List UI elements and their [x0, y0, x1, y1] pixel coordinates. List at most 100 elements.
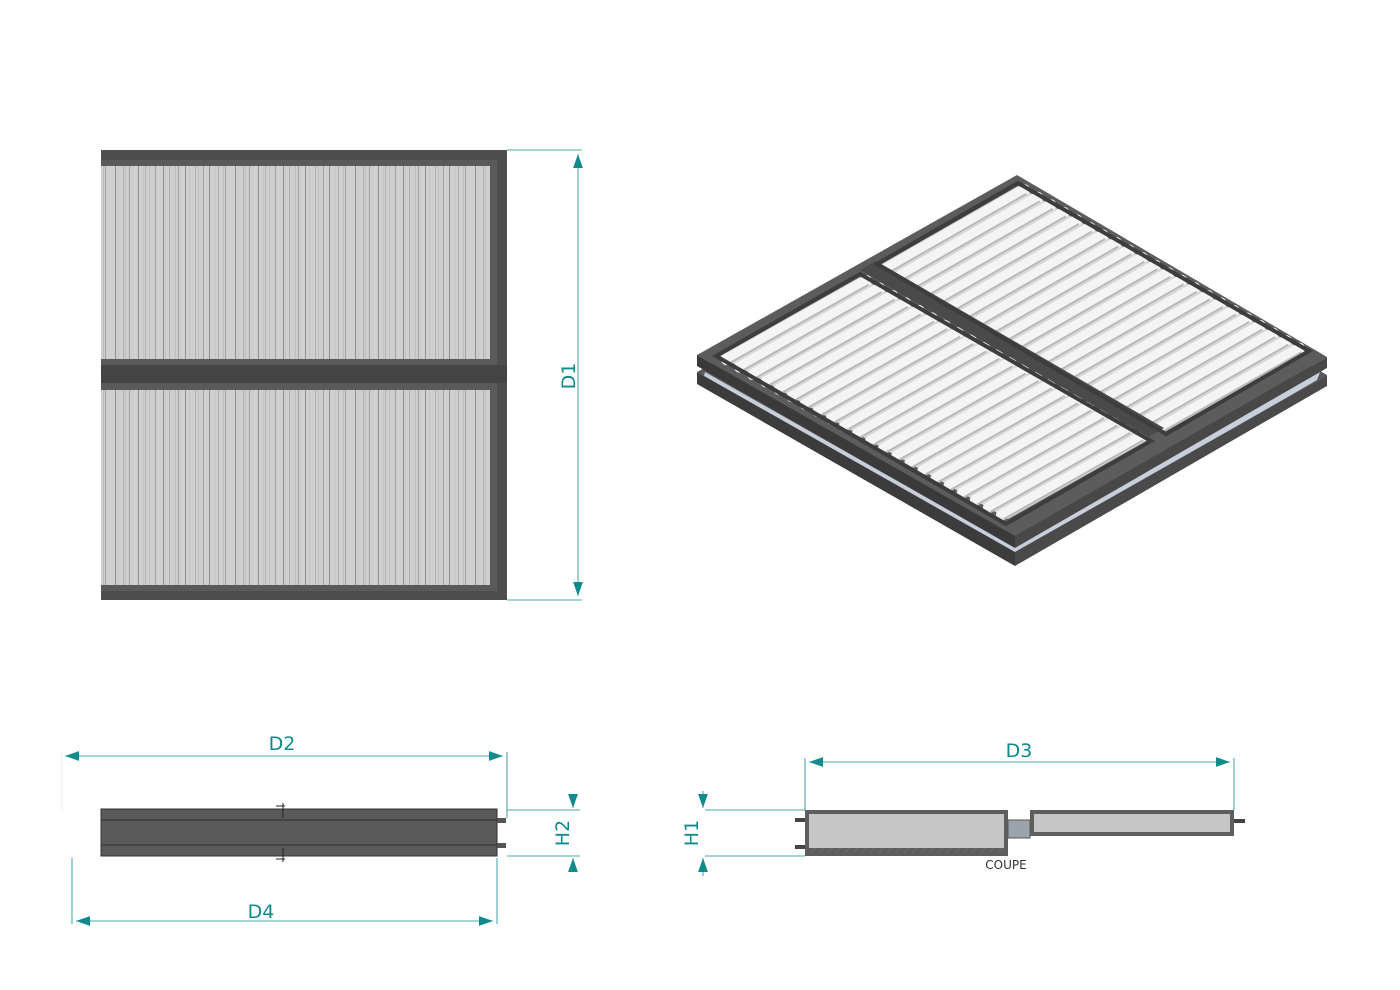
iso-divider-bar [860, 261, 1164, 437]
pleat-line [385, 166, 386, 359]
iso-pleat-shadow [1032, 275, 1172, 357]
iso-pleat-shadow [1097, 313, 1237, 395]
pleat-line [245, 390, 246, 585]
pleat-line [378, 390, 379, 585]
iso-pleat-tube [1103, 312, 1253, 403]
iso-pleat-shadow [924, 394, 1066, 476]
section-left-lip-top [795, 818, 805, 822]
pleat-line [149, 390, 150, 585]
pleat-line [409, 166, 410, 359]
iso-pleat-shadow [819, 335, 961, 417]
iso-panel-left-frame [711, 271, 1156, 527]
iso-pleat-tube [917, 386, 1069, 477]
pleat-line [445, 390, 446, 585]
pleat-line [418, 166, 419, 359]
pleat-line [423, 166, 424, 359]
pleat-line [178, 390, 179, 585]
pleat-line [158, 390, 159, 585]
iso-pleat-shadow [754, 298, 896, 380]
iso-pleat-tube [1064, 289, 1214, 380]
pleat-line [175, 166, 176, 359]
pleat-line [389, 166, 390, 359]
pleat-line [298, 390, 299, 585]
d3-label: D3 [1006, 740, 1033, 762]
iso-pleat-tube [956, 408, 1108, 499]
pleat-line [149, 166, 150, 359]
pleat-line [245, 166, 246, 359]
iso-pleat-tube [812, 327, 964, 418]
pleat-line [375, 390, 376, 585]
dimension-d4: D4 [71, 858, 498, 926]
pleat-line [218, 166, 219, 359]
iso-pleat-tube [1038, 274, 1188, 365]
iso-pleat-tube [907, 199, 1057, 290]
pleat-line [265, 390, 266, 585]
pleat-line [158, 166, 159, 359]
iso-pleat-shadow [728, 283, 870, 365]
pleat-line [338, 390, 339, 585]
pleat-line [143, 166, 144, 359]
dimension-d1: D1 [507, 149, 583, 601]
pleat-line [249, 390, 250, 585]
iso-panel-right-frame [873, 180, 1313, 437]
iso-pleat-tube [1051, 282, 1201, 373]
iso-pleat-tube [969, 415, 1121, 506]
iso-pleat-shadow [963, 417, 1105, 498]
iso-pleat-tube [891, 371, 1043, 462]
pleat-line [215, 390, 216, 585]
pleat-line [275, 390, 276, 585]
pleat-line [365, 166, 366, 359]
pleat-line [135, 390, 136, 585]
pleat-line [405, 166, 406, 359]
pleat-line [125, 166, 126, 359]
pleat-line [263, 390, 264, 585]
iso-pleat-tube [904, 378, 1056, 469]
iso-pleat-tube [982, 423, 1134, 514]
pleat-line [215, 166, 216, 359]
pleat-line [423, 390, 424, 585]
iso-pleat-shadow [1084, 306, 1224, 387]
pleat-line [195, 390, 196, 585]
pleat-line [305, 166, 306, 359]
pleat-line [225, 390, 226, 585]
pleat-line [129, 166, 130, 359]
iso-pleat-tube [825, 334, 977, 425]
pleat-line [449, 166, 450, 359]
iso-pleat-shadow [979, 245, 1119, 327]
iso-pleat-tube [930, 393, 1082, 484]
dimension-h1: H1 [681, 791, 805, 876]
pleat-line [238, 390, 239, 585]
iso-pleat-tube [1116, 320, 1266, 411]
section-left-hatch [809, 848, 1004, 853]
pleat-line [345, 166, 346, 359]
pleat-line [315, 166, 316, 359]
pleat-line [485, 166, 486, 359]
pleat-line [103, 390, 104, 585]
pleat-line [229, 166, 230, 359]
pleat-line [155, 166, 156, 359]
pleat-line [305, 390, 306, 585]
pleat-line [325, 166, 326, 359]
pleat-line [163, 390, 164, 585]
iso-pleat-shadow [858, 357, 1000, 439]
pleat-line [405, 390, 406, 585]
pleat-line [303, 390, 304, 585]
pleat-line [345, 390, 346, 585]
pleat-line [129, 390, 130, 585]
pleat-line [183, 166, 184, 359]
iso-pleat-shadow [1005, 260, 1145, 342]
iso-pleat-shadow [1018, 268, 1158, 350]
pleat-line [249, 166, 250, 359]
iso-pleat-shadow [927, 215, 1067, 297]
pleat-line [398, 390, 399, 585]
pleat-line [458, 390, 459, 585]
pleat-line [285, 390, 286, 585]
pleat-line [229, 390, 230, 585]
pleat-line [189, 390, 190, 585]
pleat-line [435, 166, 436, 359]
pleat-line [269, 390, 270, 585]
pleat-line [309, 166, 310, 359]
pleat-line [403, 166, 404, 359]
pleat-line [415, 390, 416, 585]
